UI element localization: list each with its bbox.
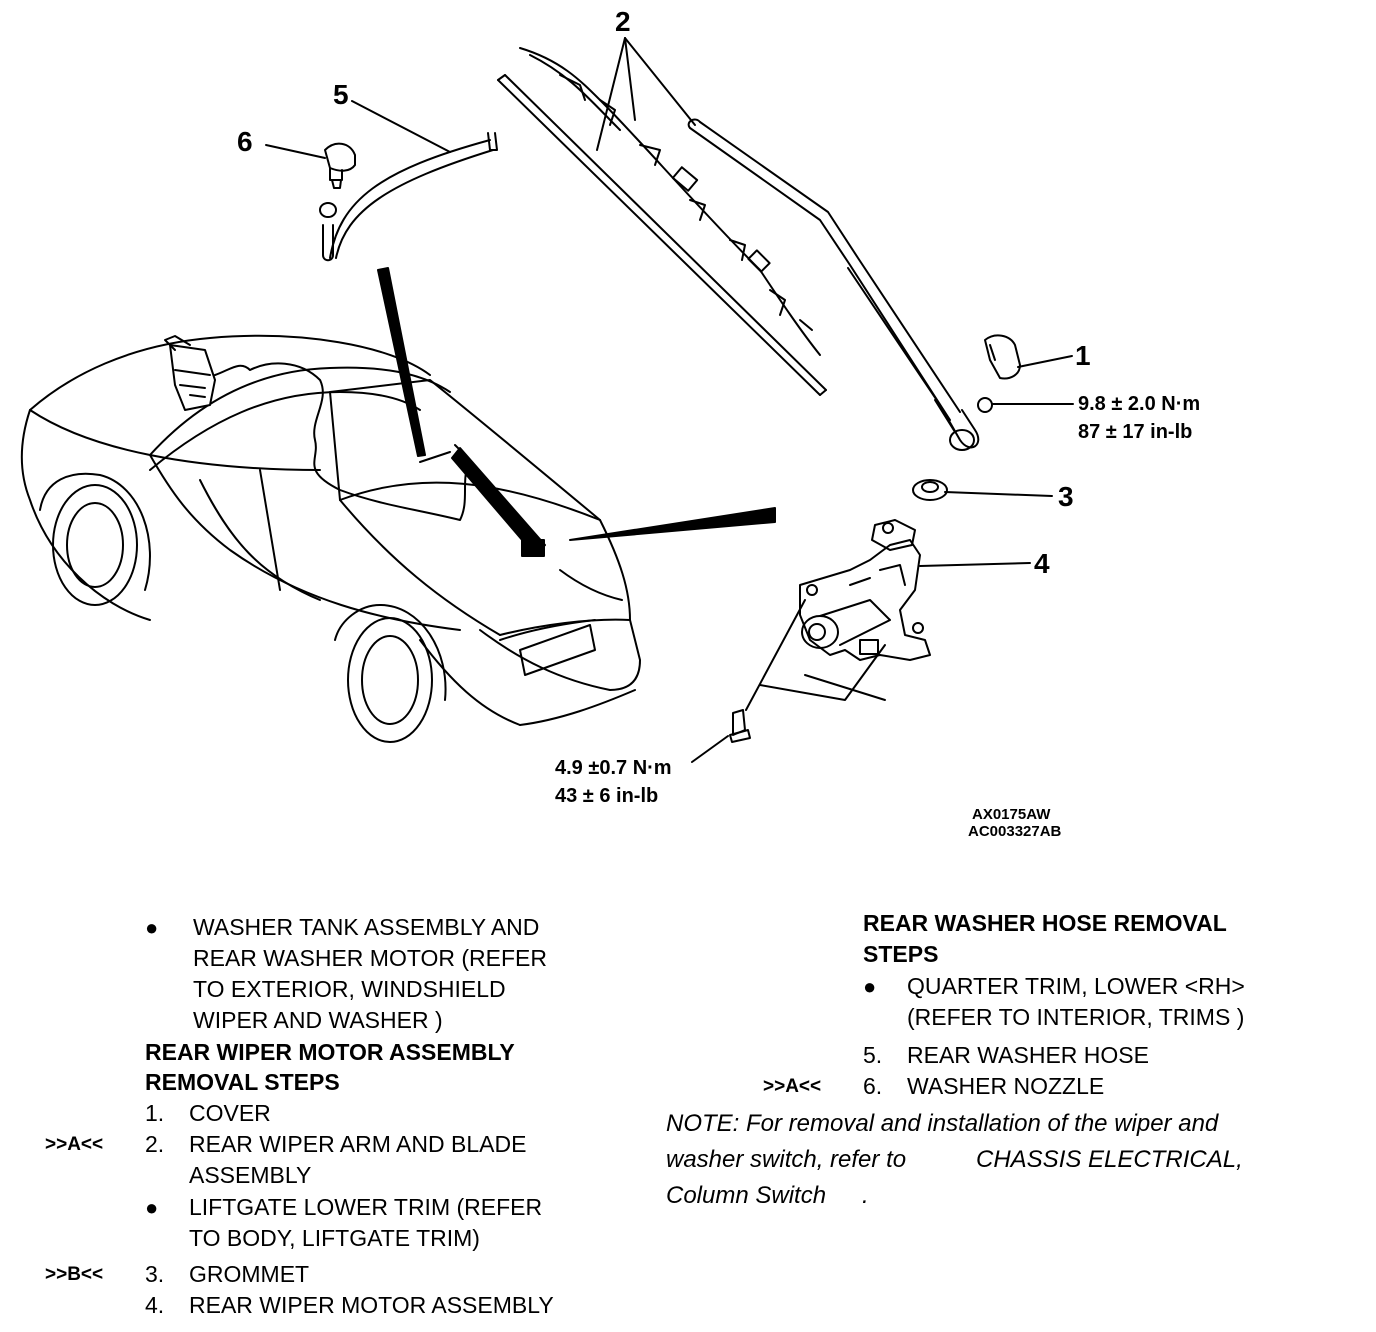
nut-part <box>977 397 993 413</box>
callout-3: 3 <box>1058 481 1074 512</box>
section-heading-washer-hose: STEPS <box>863 941 939 967</box>
rear-wiper-exploded-diagram <box>20 37 1074 763</box>
installed-rear-wiper <box>451 447 546 556</box>
step-number: 2. <box>145 1131 165 1157</box>
prereq-line: QUARTER TRIM, LOWER <RH> <box>907 973 1245 999</box>
prereq-line: (REFER TO INTERIOR, TRIMS ) <box>907 1004 1245 1030</box>
step-text: COVER <box>189 1100 271 1126</box>
step-text: LIFTGATE LOWER TRIM (REFER <box>189 1194 543 1220</box>
step-number: 1. <box>145 1100 165 1126</box>
step-number: 4. <box>145 1292 165 1318</box>
prereq-line: REAR WASHER MOTOR (REFER <box>193 945 547 971</box>
wiper-blade-part <box>497 47 827 396</box>
section-heading-wiper-motor: REAR WIPER MOTOR ASSEMBLY <box>145 1039 515 1065</box>
callout-4: 4 <box>1034 548 1050 579</box>
step-text: REAR WIPER ARM AND BLADE <box>189 1131 527 1157</box>
prereq-line: WASHER TANK ASSEMBLY AND <box>193 914 540 940</box>
torque-spec-bolt-nm: 4.9 ±0.7 N·m <box>555 757 672 779</box>
note-line: washer switch, refer to <box>666 1146 907 1173</box>
note-line: NOTE: For removal and installation of th… <box>666 1110 1219 1137</box>
grommet-part <box>912 479 948 501</box>
torque-spec-bolt-inlb: 43 ± 6 in-lb <box>555 785 659 807</box>
washer-nozzle-part <box>319 142 356 262</box>
pointer-to-nozzle <box>377 267 426 457</box>
rear-wiper-motor-part <box>799 519 931 661</box>
callout-5: 5 <box>333 79 349 110</box>
step-number: 6. <box>863 1073 883 1099</box>
step-marker: >>A<< <box>763 1076 822 1097</box>
washer-hose-routing <box>214 362 471 521</box>
wiper-arm-part <box>687 118 980 451</box>
prereq-line: WIPER AND WASHER ) <box>193 1007 443 1033</box>
step-marker: >>A<< <box>45 1134 104 1155</box>
step-bullet: ● <box>145 1195 159 1220</box>
callout-2: 2 <box>615 6 631 37</box>
torque-spec-nut-inlb: 87 ± 17 in-lb <box>1078 421 1193 443</box>
note-link-chassis-electrical[interactable]: CHASSIS ELECTRICAL, <box>976 1146 1243 1173</box>
step-text: GROMMET <box>189 1261 310 1287</box>
prereq-bullet: ● <box>863 974 877 999</box>
diagram-ref-code-2: AC003327AB <box>968 823 1062 840</box>
callout-6: 6 <box>237 126 253 157</box>
note-period: . <box>862 1182 869 1209</box>
step-number: 3. <box>145 1261 165 1287</box>
step-marker: >>B<< <box>45 1264 104 1285</box>
step-text: ASSEMBLY <box>189 1162 312 1188</box>
callout-1: 1 <box>1075 340 1091 371</box>
section-heading-washer-hose: REAR WASHER HOSE REMOVAL <box>863 910 1227 936</box>
section-heading-wiper-motor: REMOVAL STEPS <box>145 1069 340 1095</box>
washer-tank-on-vehicle <box>164 335 216 411</box>
prereq-bullet: ● <box>145 915 159 940</box>
note-link-column-switch[interactable]: Column Switch <box>666 1182 827 1209</box>
torque-spec-nut-nm: 9.8 ± 2.0 N·m <box>1078 393 1201 415</box>
step-text: TO BODY, LIFTGATE TRIM) <box>189 1225 480 1251</box>
step-text: REAR WASHER HOSE <box>907 1042 1149 1068</box>
step-number: 5. <box>863 1042 883 1068</box>
step-text: WASHER NOZZLE <box>907 1073 1105 1099</box>
diagram-ref-code-1: AX0175AW <box>972 806 1051 823</box>
prereq-line: TO EXTERIOR, WINDSHIELD <box>193 976 506 1002</box>
bolt-part <box>729 709 751 743</box>
vehicle-outline <box>20 334 641 743</box>
pointer-to-motor <box>569 507 776 541</box>
step-text: REAR WIPER MOTOR ASSEMBLY <box>189 1292 554 1318</box>
rear-washer-hose-part <box>329 139 491 259</box>
cover-part <box>984 334 1021 380</box>
